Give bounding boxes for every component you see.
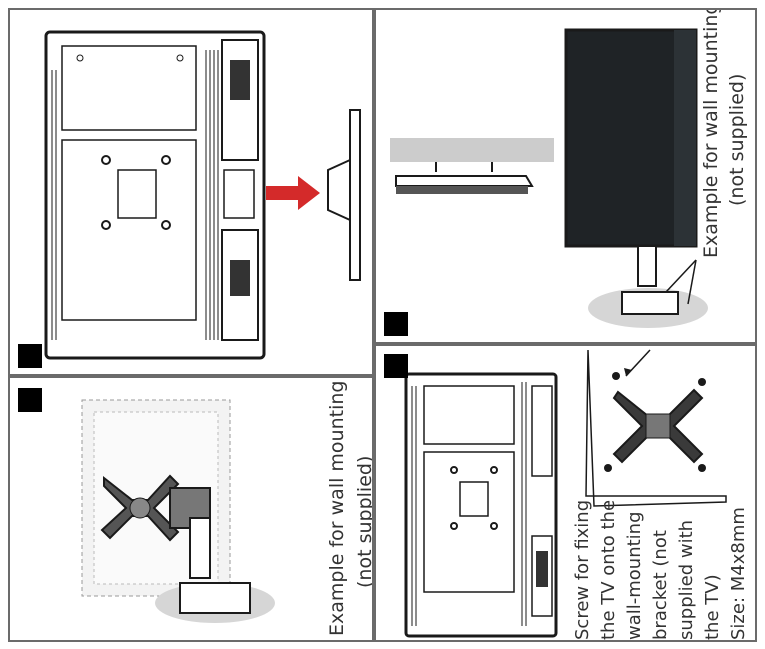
- wall-mount-caption-line1-b: Example for wall mounting: [700, 8, 722, 258]
- screw-note-line: the TV onto the: [598, 499, 619, 640]
- wall-mount-illustration: [81, 399, 275, 623]
- screw-fixing-illustration: [404, 349, 727, 638]
- panel-wall-mount-example: Example for wall mounting (not supplied): [8, 376, 374, 642]
- screw-note-line: supplied with: [676, 519, 697, 640]
- screw-note-line: bracket (not: [650, 530, 671, 640]
- wall-mount-caption-line1: Example for wall mounting: [326, 380, 348, 636]
- step-marker: [384, 312, 408, 336]
- panel-wall-mounted-tv: Example for wall mounting (not supplied): [374, 8, 757, 344]
- wall-mount-caption-line2: (not supplied): [354, 455, 374, 588]
- wall-mounted-tv-illustration: [390, 28, 708, 328]
- screw-note-line: Screw for fixing: [572, 499, 593, 640]
- screw-note-line: wall-mounting: [624, 511, 645, 640]
- panel-remove-stand: [8, 8, 374, 376]
- screw-note-line: the TV): [702, 574, 723, 640]
- wall-mount-caption-line2-b: (not supplied): [726, 73, 748, 206]
- tv-back-stand-illustration: [44, 30, 361, 360]
- step-marker: [18, 344, 42, 368]
- step-marker: [384, 354, 408, 378]
- step-marker: [18, 388, 42, 412]
- panel-screw-fixing: Screw for fixing the TV onto the wall-mo…: [374, 344, 757, 642]
- screw-note-line: Size: M4x8mm: [728, 507, 749, 640]
